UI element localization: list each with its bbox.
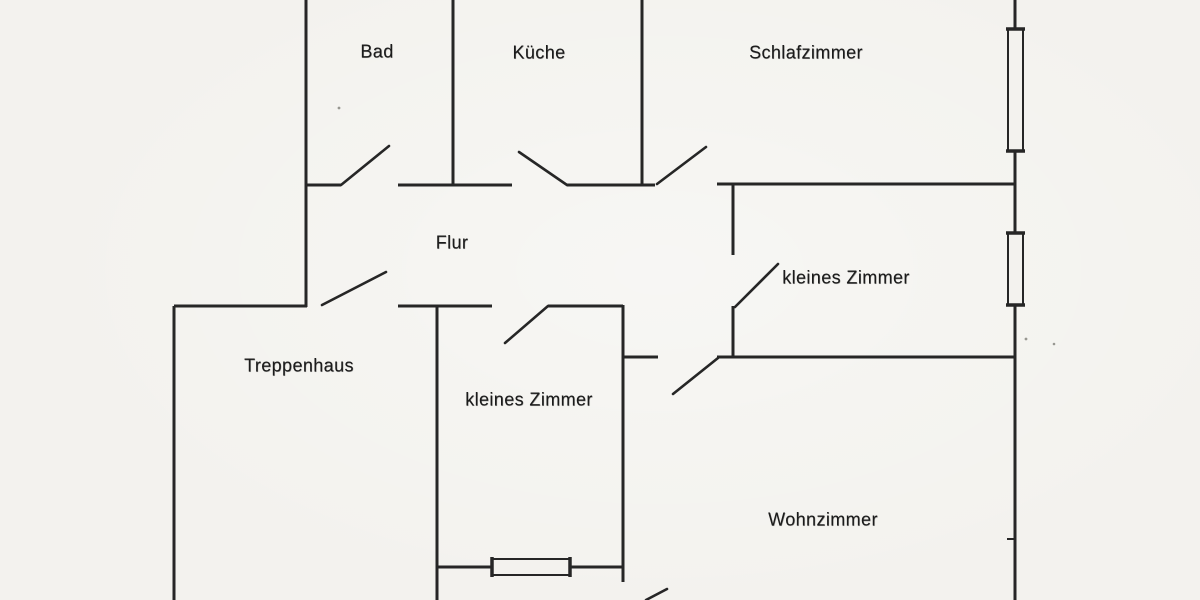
walls: [172, 0, 1017, 600]
scan-speck: [1024, 337, 1028, 341]
window-kleines-zimmer-mitte: [491, 558, 571, 576]
door-swing-kueche: [517, 150, 569, 187]
room-label-bad: Bad: [360, 41, 394, 62]
room-label-flur: Flur: [435, 232, 469, 253]
scan-specks: [337, 106, 1056, 346]
scan-speck: [337, 106, 341, 110]
room-label-kleines-zimmer-rechts: kleines Zimmer: [782, 267, 910, 288]
room-label-kleines-zimmer-mitte: kleines Zimmer: [465, 389, 593, 410]
room-label-kueche: Küche: [512, 42, 566, 63]
door-swing-bad: [339, 144, 391, 187]
door-swing-kleines-zimmer-mitte: [503, 304, 550, 345]
windows: [490, 27, 1025, 577]
room-label-schlafzimmer: Schlafzimmer: [749, 42, 863, 63]
window-schlafzimmer: [1007, 28, 1024, 152]
door-swing-bottom-edge: [644, 587, 669, 600]
door-swing-treppenhaus: [320, 270, 388, 307]
door-swing-wohnzimmer: [671, 356, 720, 396]
window-kleines-zimmer-rechts: [1007, 232, 1024, 306]
room-label-treppenhaus: Treppenhaus: [244, 355, 354, 376]
door-swing-kleines-zimmer-rechts: [733, 262, 780, 309]
doors: [320, 144, 780, 600]
room-label-wohnzimmer: Wohnzimmer: [768, 509, 878, 530]
scan-speck: [1052, 342, 1056, 346]
door-swing-schlafzimmer: [655, 145, 708, 186]
